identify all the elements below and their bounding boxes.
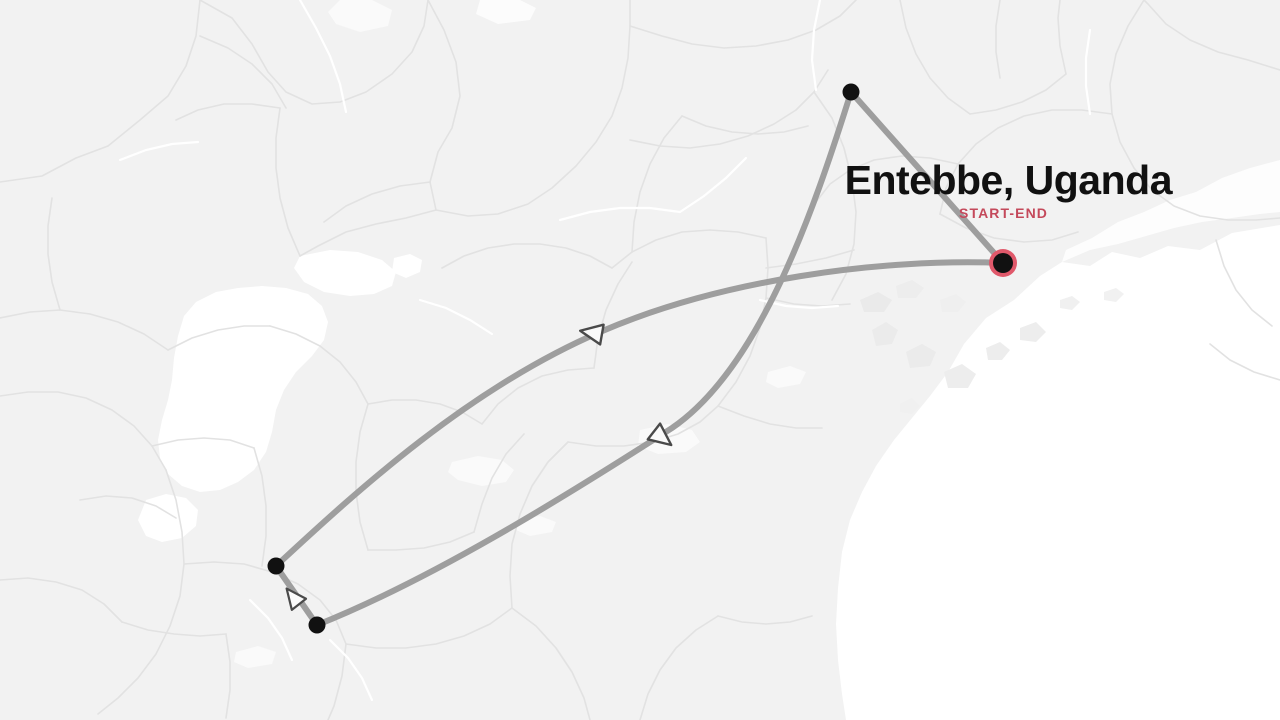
minor-water-bodies	[234, 0, 806, 668]
stop-marker-southwest-lower[interactable]	[308, 616, 326, 634]
leg-southwest-to-north	[314, 89, 854, 628]
stop-marker-southwest-upper[interactable]	[267, 557, 285, 575]
start-end-marker[interactable]	[989, 249, 1017, 277]
leg-north-to-entebbe	[848, 89, 1006, 266]
direction-arrow-upper-route	[578, 323, 605, 346]
lake-edward-george	[138, 250, 422, 542]
direction-arrow-southwest-link	[285, 587, 308, 611]
map-creases	[118, 0, 1092, 702]
direction-arrow-lower-route	[646, 422, 673, 447]
leg-entebbe-to-southwest	[273, 259, 1006, 569]
lake-victoria	[836, 160, 1280, 720]
stop-marker-north[interactable]	[842, 83, 860, 101]
